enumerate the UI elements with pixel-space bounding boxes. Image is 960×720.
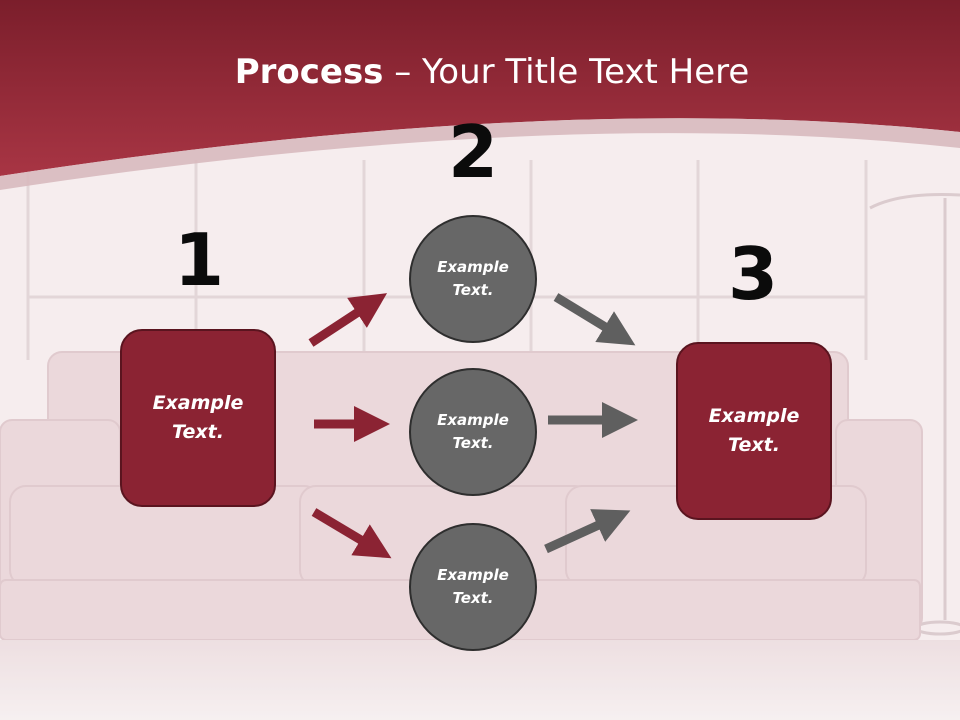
- circle-bottom-text: Example Text.: [437, 566, 509, 607]
- slide-title: Process – Your Title Text Here: [0, 52, 960, 92]
- circle-top-text: Example Text.: [437, 258, 509, 299]
- step-number-2: 2: [447, 110, 499, 194]
- arrow-bottom-to-end: [544, 509, 631, 554]
- start-box: Example Text.: [120, 329, 276, 507]
- arrow-start-to-top: [308, 293, 388, 347]
- circle-middle-text: Example Text.: [437, 411, 509, 452]
- circle-middle: Example Text.: [409, 368, 537, 496]
- start-box-text: Example Text.: [152, 392, 244, 443]
- title-bold: Process: [234, 52, 384, 92]
- title-rest: – Your Title Text Here: [383, 52, 750, 92]
- step-number-1: 1: [173, 218, 225, 302]
- end-box: Example Text.: [676, 342, 832, 520]
- step-number-3: 3: [727, 232, 779, 316]
- end-box-text: Example Text.: [708, 405, 800, 456]
- arrow-top-to-end: [553, 293, 636, 346]
- circle-bottom: Example Text.: [409, 523, 537, 651]
- arrow-start-to-bottom: [311, 508, 392, 559]
- circle-top: Example Text.: [409, 215, 537, 343]
